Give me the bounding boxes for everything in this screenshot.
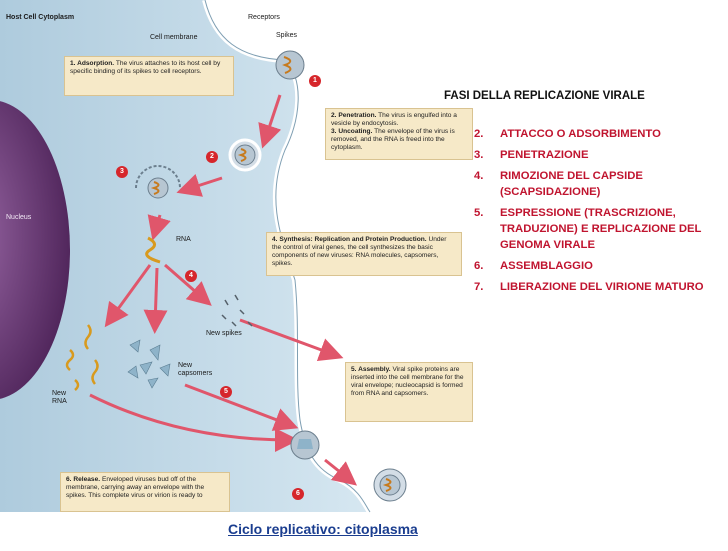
virus-engulfed — [228, 138, 262, 172]
step-box-adsorption: 1. Adsorption. The virus attaches to its… — [64, 56, 234, 96]
label-cell-membrane: Cell membrane — [150, 34, 198, 41]
phase-text: RIMOZIONE DEL CAPSIDE (SCAPSIDAZIONE) — [500, 170, 643, 198]
label-new-capsomers: New capsomers — [178, 362, 213, 377]
badge-4: 4 — [185, 270, 197, 282]
arrow-adsorption-to-penetration — [258, 94, 282, 149]
step-text: Under the control of viral genes, the ce… — [272, 236, 447, 267]
badge-5: 5 — [220, 386, 232, 398]
phase-item: 5. ESPRESSIONE (TRASCRIZIONE, TRADUZIONE)… — [472, 205, 724, 253]
phase-text: ATTACCO O ADSORBIMENTO — [500, 128, 661, 140]
virus-assembling — [290, 430, 320, 460]
label-new-rna: New RNA — [52, 390, 67, 405]
label-spikes: Spikes — [276, 32, 298, 39]
nucleus-shape — [0, 101, 70, 399]
arrow-rna-to-capsomers — [143, 267, 168, 334]
arrow-penetration-to-uncoating — [176, 173, 223, 197]
arrow-assembly-to-release — [324, 458, 358, 486]
virus-attached — [275, 50, 305, 80]
phase-number: 4. — [474, 170, 484, 182]
badge-1: 1 — [309, 75, 321, 87]
rna-strand — [145, 236, 161, 264]
arrow-newrna-to-assembly — [89, 393, 299, 452]
phase-number: 3. — [474, 149, 484, 161]
label-host-cell-cytoplasm: Host Cell Cytoplasm — [6, 14, 75, 21]
phase-number: 6. — [474, 260, 484, 272]
step-title: 6. Release. — [66, 476, 101, 483]
phases-title: FASI DELLA REPLICAZIONE VIRALE — [444, 90, 645, 102]
step-title: 5. Assembly. — [351, 366, 391, 373]
step-title: 1. Adsorption. — [70, 60, 115, 67]
phase-item: 6. ASSEMBLAGGIO — [472, 258, 724, 274]
arrow-rna-to-newrna — [104, 264, 152, 328]
badge-2: 2 — [206, 151, 218, 163]
arrow-capsomers-to-assembly — [184, 383, 299, 431]
phase-text: LIBERAZIONE DEL VIRIONE MATURO — [500, 281, 704, 293]
phase-text: ESPRESSIONE (TRASCRIZIONE, TRADUZIONE) E… — [500, 207, 702, 251]
spike-marks — [221, 294, 253, 327]
phases-list: 2. ATTACCO O ADSORBIMENTO 3. PENETRAZIONE 4.… — [472, 126, 724, 300]
step-title: 3. Uncoating. — [331, 128, 373, 135]
slide-caption[interactable]: Ciclo replicativo: citoplasma — [228, 521, 418, 537]
step-box-synthesis: 4. Synthesis: Replication and Protein Pr… — [266, 232, 462, 276]
capsomer-shapes — [127, 339, 171, 389]
step-text: The virus is engulfed into a vesicle by … — [331, 112, 457, 127]
arrow-rna-to-spikes — [164, 263, 212, 306]
arrow-spikes-to-membrane — [239, 318, 344, 362]
badge-3: 3 — [116, 166, 128, 178]
label-new-spikes: New spikes — [206, 330, 242, 337]
arrow-uncoating-to-rna — [147, 214, 171, 241]
label-rna: RNA — [176, 236, 191, 243]
step-title: 4. Synthesis: Replication and Protein Pr… — [272, 236, 427, 243]
step-title: 2. Penetration. — [331, 112, 377, 119]
phase-text: ASSEMBLAGGIO — [500, 260, 593, 272]
virus-uncoating — [135, 165, 181, 199]
phase-number: 2. — [474, 128, 484, 140]
phase-number: 5. — [474, 207, 484, 219]
phase-number: 7. — [474, 281, 484, 293]
label-nucleus: Nucleus — [6, 214, 32, 221]
phase-item: 7. LIBERAZIONE DEL VIRIONE MATURO — [472, 279, 724, 295]
phase-item: 4. RIMOZIONE DEL CAPSIDE (SCAPSIDAZIONE) — [472, 168, 724, 200]
step-text: Viral spike proteins are inserted into t… — [351, 366, 464, 397]
step-text: The envelope of the virus is removed, an… — [331, 128, 455, 151]
phase-item: 3. PENETRAZIONE — [472, 147, 724, 163]
step-box-release: 6. Release. Enveloped viruses bud off of… — [60, 472, 230, 512]
step-text: Enveloped viruses bud off of the membran… — [66, 476, 205, 499]
label-receptors: Receptors — [248, 14, 280, 21]
virus-released — [373, 468, 407, 502]
badge-6: 6 — [292, 488, 304, 500]
phase-item: 2. ATTACCO O ADSORBIMENTO — [472, 126, 724, 142]
step-text: The virus attaches to its host cell by s… — [70, 60, 221, 75]
phase-text: PENETRAZIONE — [500, 149, 589, 161]
new-rna-strands — [65, 324, 99, 391]
step-box-penetration-uncoating: 2. Penetration. The virus is engulfed in… — [325, 108, 473, 160]
step-box-assembly: 5. Assembly. Viral spike proteins are in… — [345, 362, 473, 422]
